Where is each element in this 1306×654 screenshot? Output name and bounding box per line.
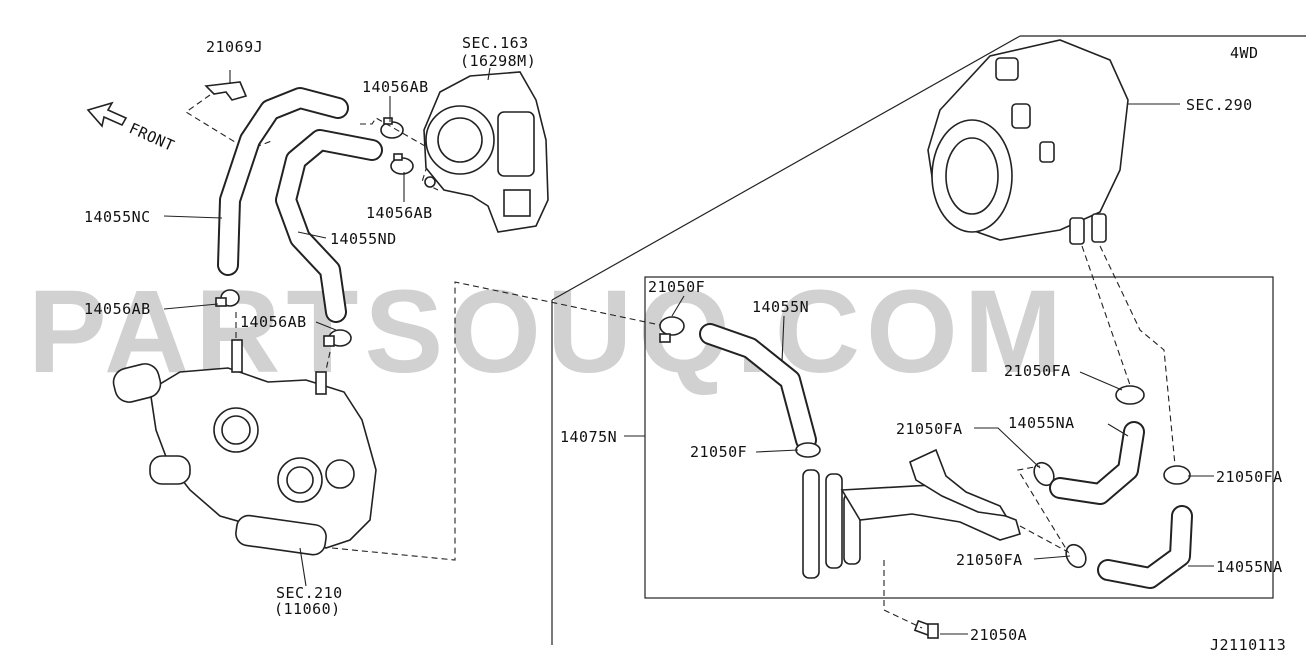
sec290-dashed-line-right (1099, 245, 1176, 466)
pipe-dashed-line (1017, 465, 1070, 554)
callout-21050a: 21050A (970, 626, 1027, 644)
outlet-to-pipe-dashed-line (331, 281, 661, 561)
housing-dashed-line-right (325, 351, 331, 371)
clamp-21050fa-pipe-lower (1065, 543, 1087, 569)
clamp-21050fa-sec290-right (1163, 465, 1191, 485)
clamp-21050fa-sec290-left (1115, 385, 1145, 405)
callout-14056ab-right: 14056AB (240, 313, 307, 331)
clamp-14056ab-lower (390, 153, 414, 175)
callout-21050fa-sec290-right: 21050FA (1216, 468, 1283, 486)
callout-14055nc: 14055NC (84, 208, 151, 226)
sec290-dashed-line-left (1081, 245, 1131, 386)
throttle-body-sec163 (423, 71, 549, 233)
callout-21050fa-pipe-lower: 21050FA (956, 551, 1023, 569)
callout-21050fa-sec290-left: 21050FA (1004, 362, 1071, 380)
callout-21069j: 21069J (206, 38, 263, 56)
front-arrow-icon (86, 101, 128, 128)
callout-sec163: SEC.163 (462, 34, 529, 52)
callout-14056ab-lower: 14056AB (366, 204, 433, 222)
clamp-14056ab-right (323, 329, 352, 347)
callout-14056ab-upper: 14056AB (362, 78, 429, 96)
hose-14055nd (275, 129, 383, 323)
callout-14075n: 14075N (560, 428, 617, 446)
diagram-id: J2110113 (1210, 636, 1286, 654)
pipe-assembly-frame (644, 276, 1274, 599)
hose-14055na-lower (1097, 505, 1193, 589)
water-outlet-housing-sec210 (112, 339, 377, 556)
clamp-14056ab-left (215, 289, 240, 307)
callout-sec163-part: (16298M) (460, 52, 536, 70)
bolt-21050a (913, 619, 939, 639)
bolt-dashed-line (883, 560, 923, 629)
callout-21050fa-pipe-upper: 21050FA (896, 420, 963, 438)
hose-14055n (699, 323, 817, 451)
clip-21069j (204, 70, 248, 101)
four-wd-boundary (551, 35, 1306, 645)
callout-14056ab-left: 14056AB (84, 300, 151, 318)
water-pipe-14075n (802, 448, 1021, 579)
callout-4wd: 4WD (1230, 44, 1259, 62)
transfer-unit-sec290 (927, 39, 1129, 245)
callout-14055nd: 14055ND (330, 230, 397, 248)
hose-14055nc (217, 87, 349, 276)
front-direction-label: FRONT (126, 119, 177, 155)
callout-21050f-upper: 21050F (648, 278, 705, 296)
callout-sec210: SEC.210 (276, 584, 343, 602)
hose-14055na-upper (1049, 421, 1145, 505)
callout-14055n: 14055N (752, 298, 809, 316)
callout-sec210-part: (11060) (274, 600, 341, 618)
clamp-21050f-lower (795, 442, 821, 458)
clamp-14056ab-upper (380, 117, 404, 139)
leader-lines (163, 67, 1214, 635)
clamp-21050f-upper (659, 316, 685, 343)
callout-sec290: SEC.290 (1186, 96, 1253, 114)
callout-14055na-lower: 14055NA (1216, 558, 1283, 576)
callout-14055na-upper: 14055NA (1008, 414, 1075, 432)
callout-21050f-lower: 21050F (690, 443, 747, 461)
clip-mount-dashed-line (185, 94, 275, 151)
